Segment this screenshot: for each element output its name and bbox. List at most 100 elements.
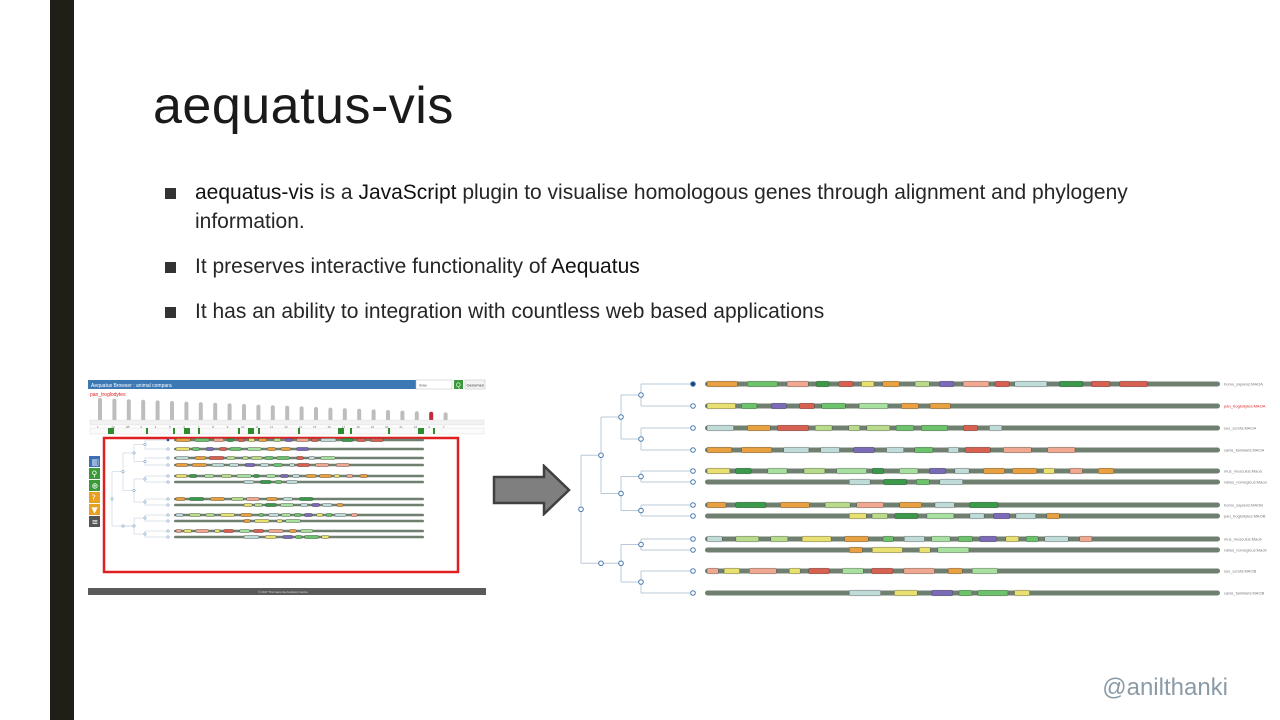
exon[interactable] [280,474,289,478]
exon[interactable] [273,463,283,467]
exon[interactable] [783,447,810,453]
gene-label[interactable]: sus_scrofa:MAOB [1224,569,1257,574]
exon[interactable] [919,547,931,553]
exon[interactable] [964,447,991,453]
exon[interactable] [296,447,309,451]
tree-leaf-node[interactable] [166,529,170,533]
chromosome-bar[interactable] [242,404,246,422]
exon[interactable] [336,463,350,467]
exon[interactable] [989,425,1003,431]
exon[interactable] [258,438,267,442]
exon[interactable] [735,502,767,508]
track-feature[interactable] [298,428,300,434]
exon[interactable] [894,513,919,519]
exon[interactable] [931,536,951,542]
exon[interactable] [937,547,970,553]
exon[interactable] [866,425,891,431]
exon[interactable] [939,479,963,485]
tree-node[interactable] [598,560,604,567]
gene-backbone[interactable] [174,503,424,507]
track-feature[interactable] [146,428,148,434]
track-feature[interactable] [338,428,344,434]
exon[interactable] [735,536,759,542]
exon[interactable] [983,468,1005,474]
chromosome-bar[interactable] [126,399,131,422]
exon[interactable] [1046,513,1060,519]
exon[interactable] [192,463,207,467]
exon[interactable] [334,513,347,517]
exon[interactable] [183,529,192,533]
exon[interactable] [194,456,206,460]
exon[interactable] [195,529,209,533]
exon[interactable] [1091,381,1111,387]
exon[interactable] [283,497,293,501]
tree-node[interactable] [618,490,624,497]
exon[interactable] [264,456,274,460]
tree-node[interactable] [143,477,147,481]
exon[interactable] [189,474,197,478]
bar-chart-button[interactable] [89,456,100,467]
exon[interactable] [1005,536,1019,542]
exon[interactable] [926,513,955,519]
exon[interactable] [723,568,740,574]
tree-node[interactable] [132,451,136,455]
exon[interactable] [220,513,235,517]
exon[interactable] [221,474,232,478]
chromosome-bar[interactable] [184,401,189,422]
exon[interactable] [741,403,758,409]
exon[interactable] [882,381,900,387]
gene-label[interactable]: homo_sapiens:MAOB [1224,503,1263,508]
exon[interactable] [260,463,269,467]
tree-leaf-node[interactable] [166,463,170,467]
exon[interactable] [213,438,224,442]
exon[interactable] [844,536,869,542]
exon[interactable] [929,468,946,474]
chromosome-bar[interactable] [112,398,117,422]
exon[interactable] [237,438,245,442]
exon[interactable] [871,547,903,553]
track-feature[interactable] [418,428,424,434]
exon[interactable] [882,536,894,542]
track-feature[interactable] [238,428,240,434]
tree-node[interactable] [143,460,147,463]
exon[interactable] [871,513,888,519]
chromosome-bar[interactable] [141,399,146,422]
exon[interactable] [899,502,922,508]
exon[interactable] [243,480,255,484]
exon[interactable] [304,535,319,539]
exon[interactable] [921,425,948,431]
exon[interactable] [276,456,290,460]
exon[interactable] [735,468,752,474]
exon[interactable] [1014,381,1048,387]
exon[interactable] [229,447,242,451]
exon[interactable] [1014,590,1030,596]
chromosome-bar[interactable] [314,407,318,422]
chromosome-bar[interactable] [170,401,174,422]
tree-node[interactable] [598,452,604,459]
chromosome-bar[interactable] [285,405,290,422]
tree-node[interactable] [143,443,147,446]
exon[interactable] [849,513,867,519]
exon[interactable] [351,513,358,517]
exon[interactable] [939,381,954,387]
gene-label[interactable]: homo_sapiens:MAOA [1224,382,1263,387]
exon[interactable] [838,381,854,387]
exon[interactable] [894,590,918,596]
exon[interactable] [895,425,914,431]
track-feature[interactable] [184,428,190,434]
tree-node[interactable] [121,470,125,474]
tree-node[interactable] [143,532,147,536]
exon[interactable] [267,447,276,451]
exon[interactable] [820,447,840,453]
chromosome-bar[interactable] [386,410,390,422]
exon[interactable] [280,447,291,451]
genomes-button[interactable] [464,379,486,390]
gene-label[interactable]: rattus_norvegicus:Maob [1224,548,1267,553]
exon[interactable] [219,447,227,451]
exon[interactable] [815,381,830,387]
exon[interactable] [977,590,1009,596]
exon[interactable] [175,447,190,451]
tree-leaf-node[interactable] [166,513,170,517]
exon[interactable] [767,468,788,474]
tree-leaf-node[interactable] [690,425,696,431]
